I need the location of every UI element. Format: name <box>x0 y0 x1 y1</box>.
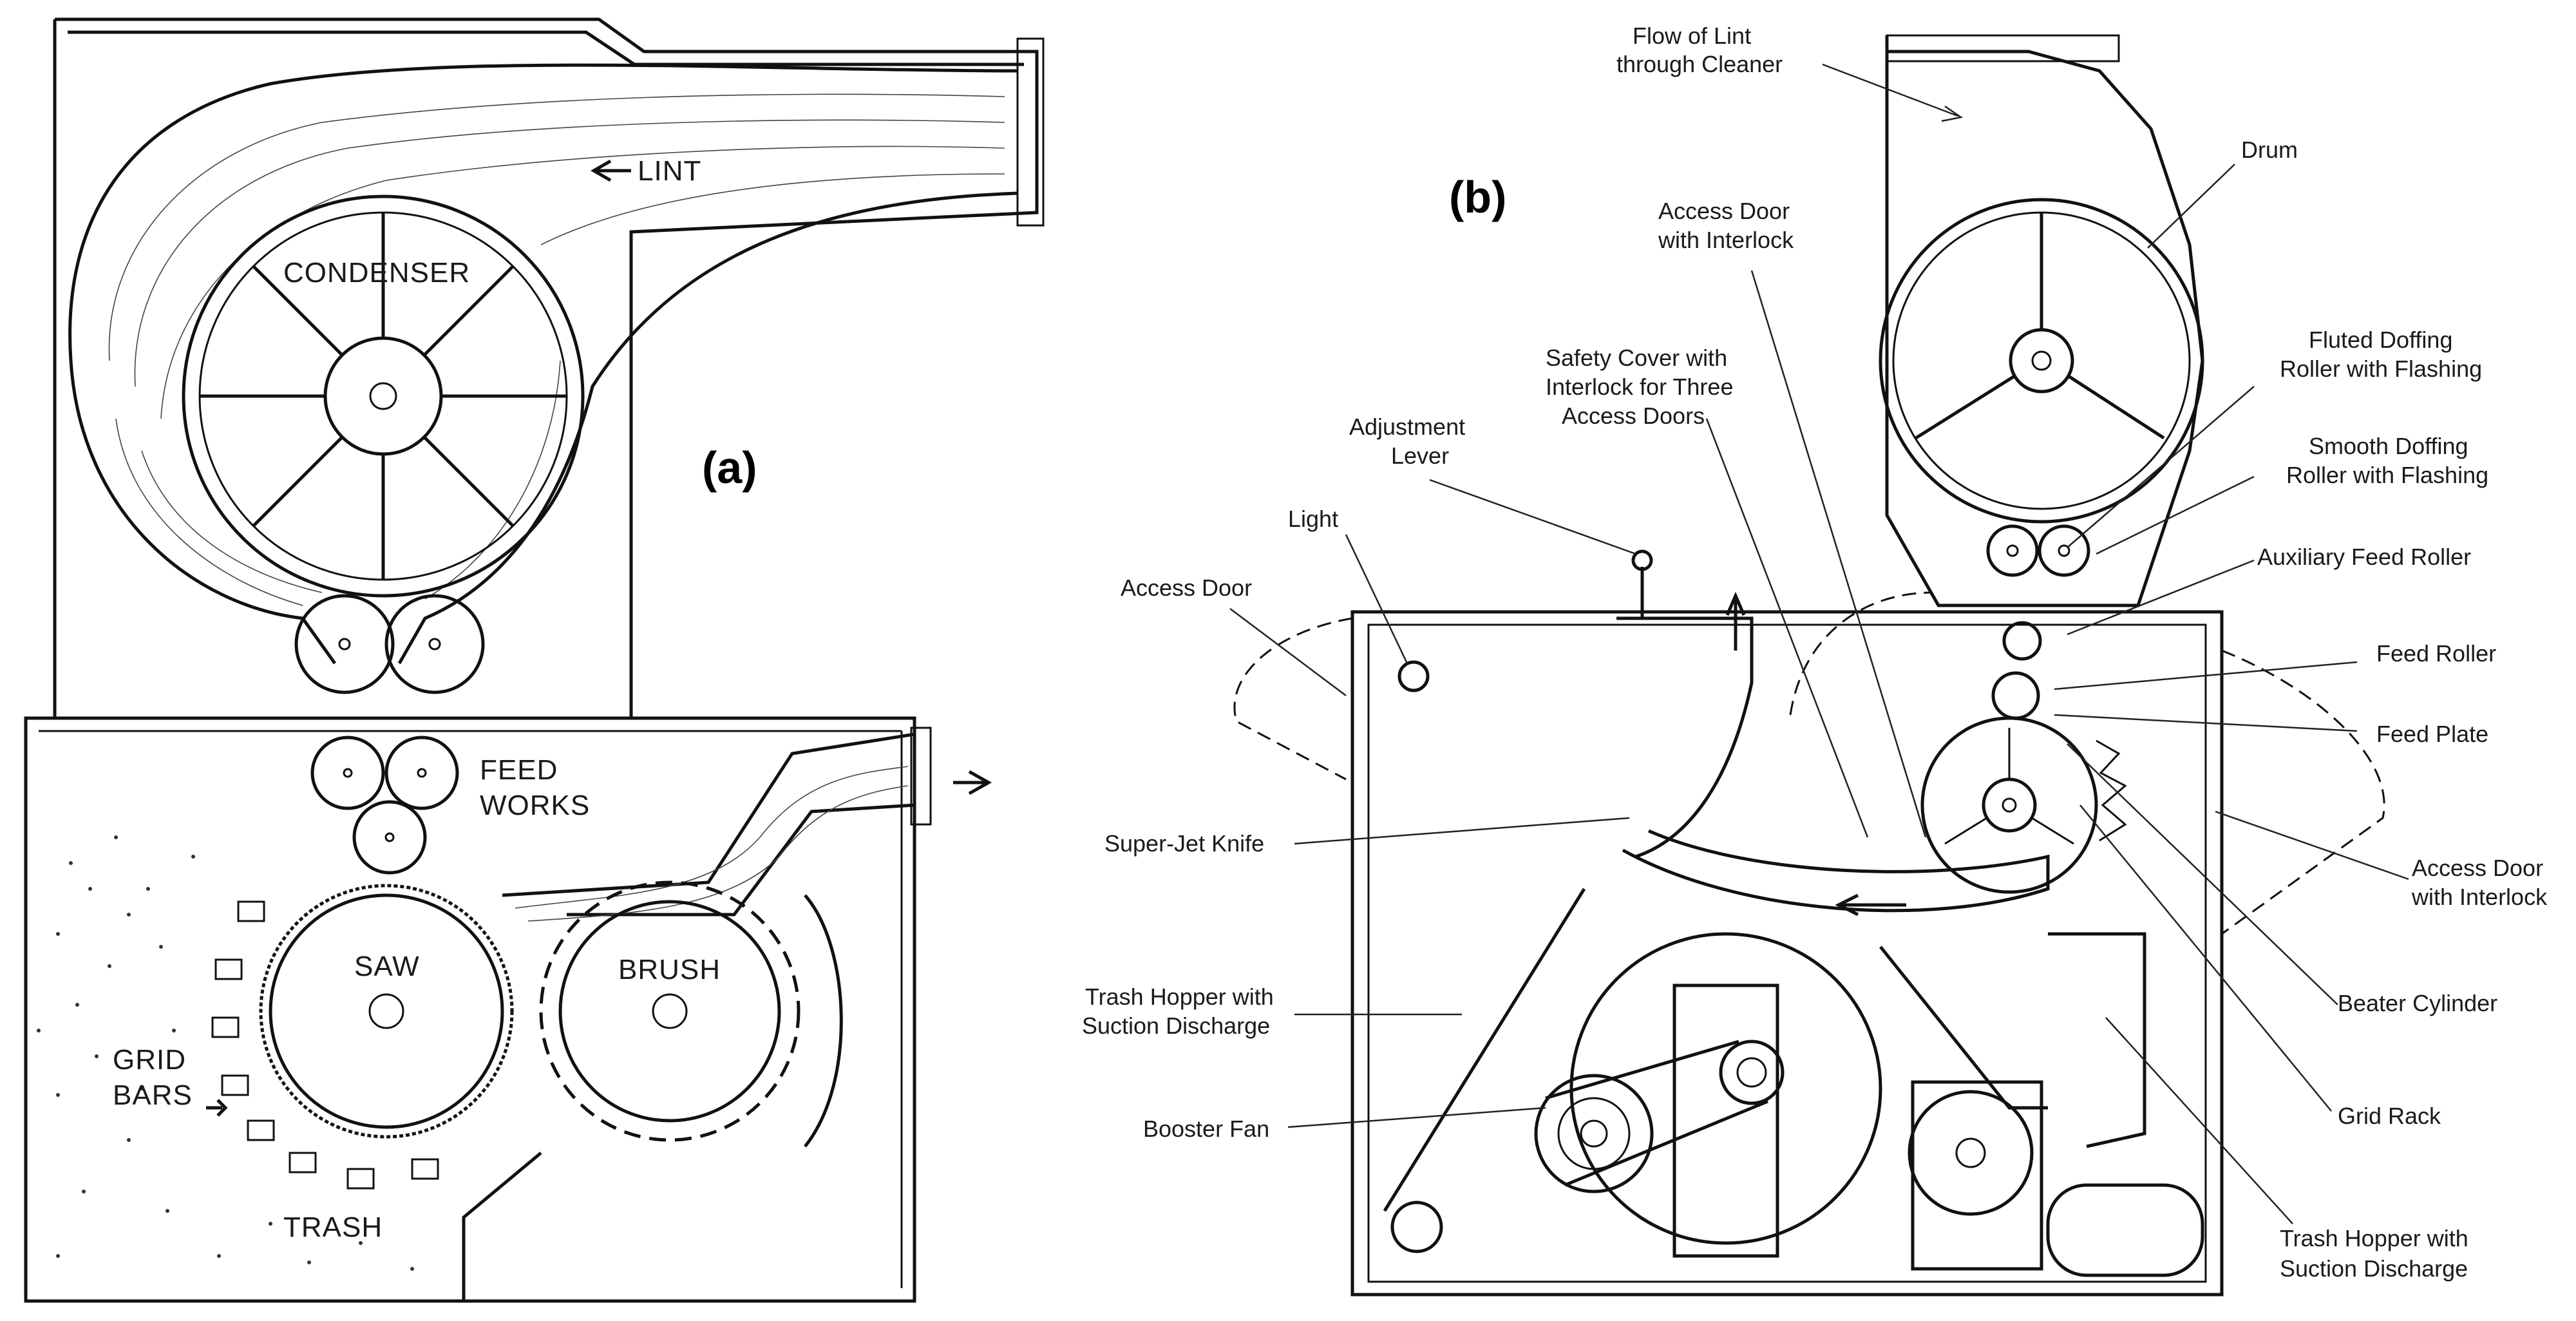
label-safety-cover-3: Access Doors <box>1562 403 1705 429</box>
trash-chute <box>462 1152 542 1301</box>
label-safety-cover-2: Interlock for Three <box>1546 374 1733 400</box>
label-grid-bars-2: BARS <box>113 1079 193 1111</box>
label-smooth-doffing-2: Roller with Flashing <box>2286 462 2488 488</box>
label-grid-bars-1: GRID <box>113 1044 186 1076</box>
label-trash: TRASH <box>283 1212 383 1243</box>
label-saw: SAW <box>354 951 420 982</box>
cabinet <box>1350 610 2224 1297</box>
label-access-door-top-1: Access Door <box>1658 198 1790 224</box>
label-super-jet-knife: Super-Jet Knife <box>1104 830 1264 857</box>
label-feed-plate: Feed Plate <box>2376 721 2488 747</box>
label-booster-fan: Booster Fan <box>1143 1116 1269 1142</box>
label-trash-hopper-left-1: Trash Hopper with <box>1085 984 1274 1010</box>
booster-fan <box>1390 932 1882 1258</box>
housing-lower-inner <box>39 730 903 1288</box>
panel-b-diagram <box>1233 34 2385 1297</box>
feed-rollers-b <box>1991 621 2042 720</box>
label-brush: BRUSH <box>618 954 721 985</box>
label-access-door-left: Access Door <box>1121 575 1252 601</box>
drum-inlet <box>1886 34 2120 62</box>
drum-housing <box>1885 35 2204 607</box>
doffing-rollers <box>294 594 485 694</box>
safety-cover-swing <box>1789 591 1933 716</box>
label-adjustment-lever-1: Adjustment <box>1349 413 1465 440</box>
lint-fibers <box>108 93 1005 606</box>
label-access-door-top-2: with Interlock <box>1658 227 1794 253</box>
label-feed-works-2: WORKS <box>480 790 590 821</box>
grid-bars <box>206 900 439 1190</box>
label-smooth-doffing-1: Smooth Doffing <box>2309 433 2468 459</box>
label-trash-hopper-right-1: Trash Hopper with <box>2280 1225 2468 1251</box>
saw-cylinder <box>259 884 514 1139</box>
trash-motor <box>1908 1080 2204 1277</box>
label-grid-rack: Grid Rack <box>2338 1103 2441 1129</box>
knife-channel <box>1616 616 1754 859</box>
lint-duct-inner <box>397 191 1018 665</box>
label-light: Light <box>1288 506 1338 532</box>
trash-speckle <box>37 835 414 1271</box>
label-lint: LINT <box>638 155 701 187</box>
drum <box>1879 198 2204 524</box>
outlet-flange-top <box>1016 37 1045 227</box>
cabinet-inner <box>1367 623 2207 1283</box>
housing-upper <box>53 17 1039 718</box>
label-fluted-doffing-1: Fluted Doffing <box>2309 327 2452 353</box>
label-drum: Drum <box>2241 137 2298 163</box>
label-flow-of-lint-2: through Cleaner <box>1616 51 1783 77</box>
doffing-rollers-b <box>1986 524 2090 577</box>
label-feed-roller: Feed Roller <box>2376 640 2496 667</box>
label-access-door-right-1: Access Door <box>2412 855 2543 881</box>
lint-arrow <box>590 159 631 182</box>
label-auxiliary-feed-roller: Auxiliary Feed Roller <box>2257 544 2471 570</box>
access-door-right-swing <box>2221 649 2385 935</box>
label-safety-cover-1: Safety Cover with <box>1546 345 1727 371</box>
housing-lower <box>24 716 916 1303</box>
hopper-baffles <box>1383 888 2146 1212</box>
panel-b-leaders <box>1229 63 2409 1224</box>
label-fluted-doffing-2: Roller with Flashing <box>2280 356 2482 382</box>
brush-cylinder <box>539 880 843 1148</box>
label-access-door-right-2: with Interlock <box>2411 884 2548 910</box>
access-door-left-swing <box>1233 617 1353 781</box>
panel-a-diagram <box>24 17 1045 1303</box>
condenser-drum <box>182 195 585 598</box>
discharge-lint <box>515 766 909 922</box>
lint-duct <box>68 63 1018 665</box>
feed-works-rollers <box>310 736 459 875</box>
label-adjustment-lever-2: Lever <box>1391 442 1449 469</box>
adjustment-lever-knob <box>1631 549 1653 571</box>
label-trash-hopper-left-2: Suction Discharge <box>1082 1012 1270 1039</box>
flow-arrow-knife <box>1835 893 1906 917</box>
label-flow-of-lint-1: Flow of Lint <box>1633 23 1751 49</box>
panel-b-tag: (b) <box>1449 172 1506 222</box>
super-jet-knife-body <box>1622 829 2050 913</box>
housing-upper-inner <box>68 30 1024 66</box>
label-trash-hopper-right-2: Suction Discharge <box>2280 1255 2468 1282</box>
label-condenser: CONDENSER <box>283 257 470 289</box>
outlet-flange-bottom <box>910 727 932 826</box>
label-beater-cylinder: Beater Cylinder <box>2338 990 2497 1016</box>
panel-a-tag: (a) <box>702 442 757 493</box>
beater-cylinder <box>1920 716 2127 894</box>
flow-arrow-up <box>1725 591 1746 651</box>
light-fixture <box>1397 660 1430 692</box>
label-feed-works-1: FEED <box>480 754 558 786</box>
discharge-arrow <box>953 770 992 795</box>
